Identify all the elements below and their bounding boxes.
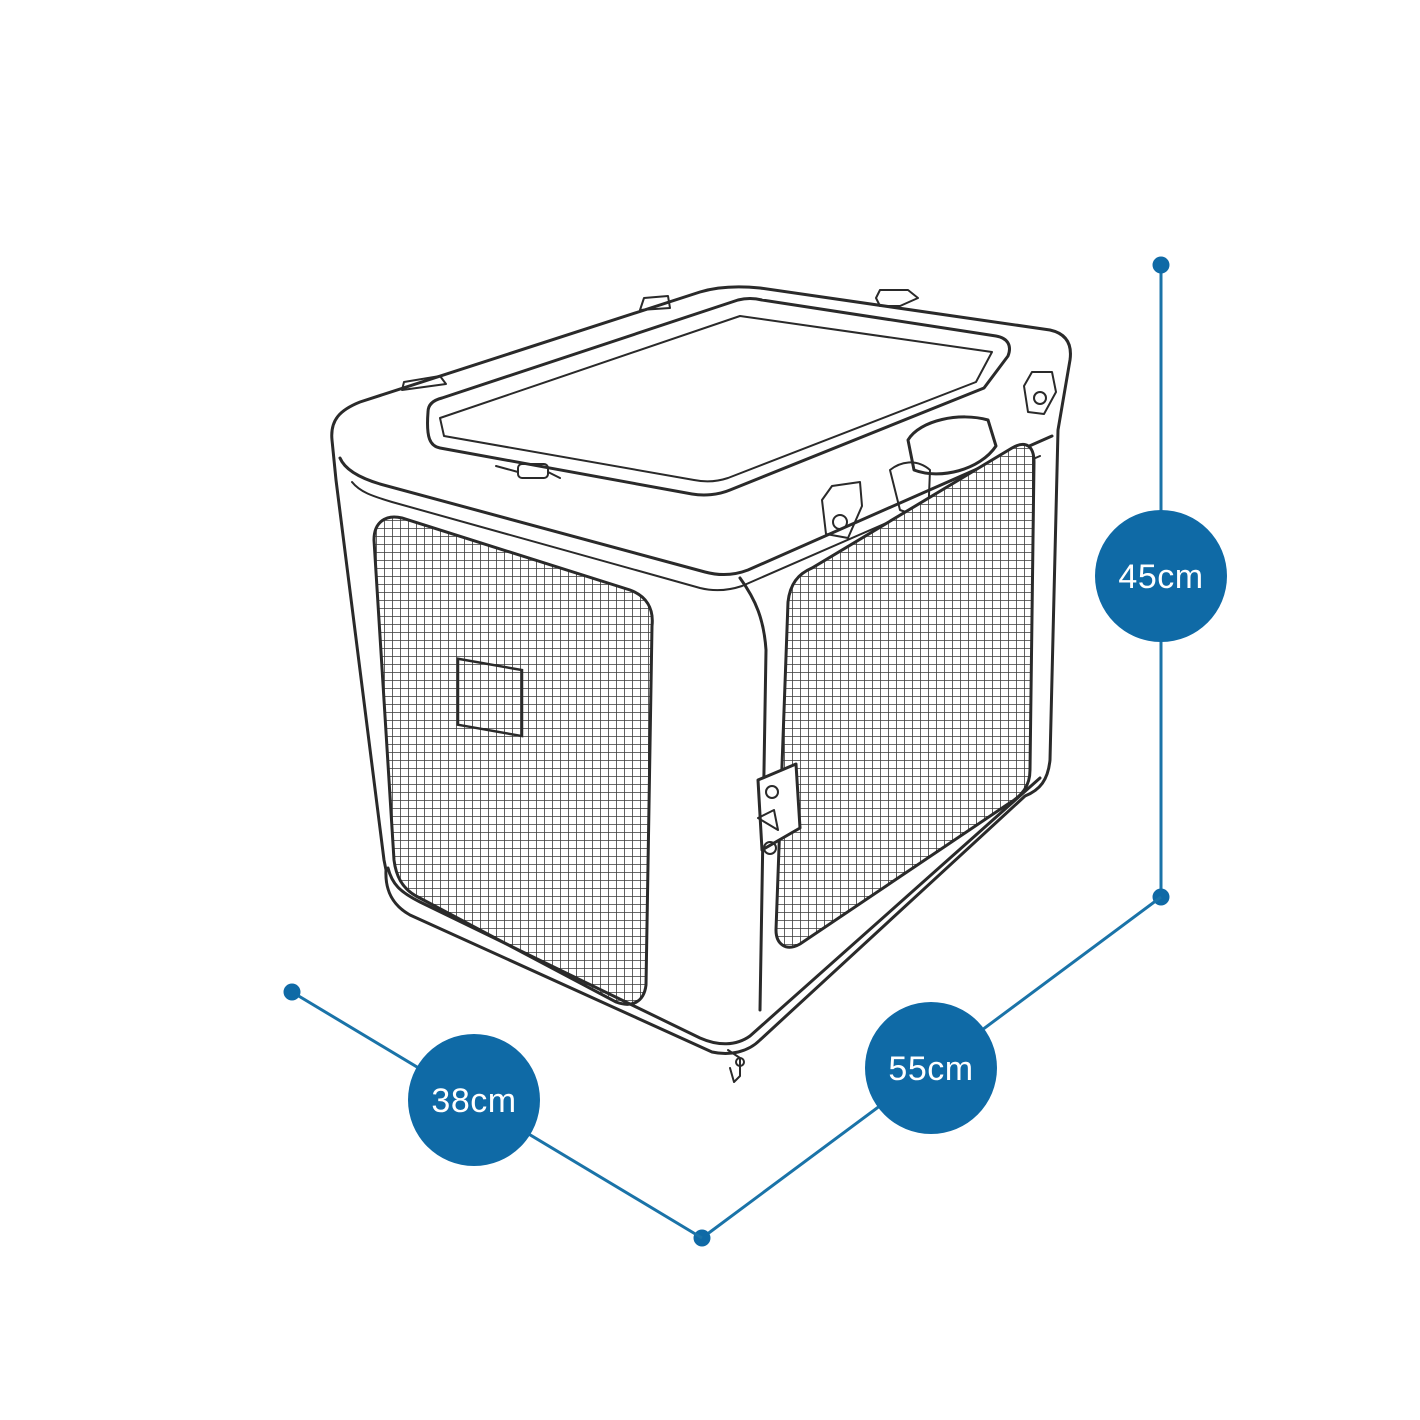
clip-top-back-icon [639, 295, 671, 311]
pet-carrier-illustration [330, 285, 1072, 1083]
depth-badge [408, 1034, 540, 1166]
carrier-lid-seam [439, 315, 993, 483]
height-dimension: 45cm [1095, 256, 1227, 906]
height-endpoint-top [1152, 256, 1170, 274]
height-label: 45cm [1118, 558, 1203, 596]
carrier-top-rim-inner [351, 455, 1041, 592]
bracket-front-top-icon [821, 481, 863, 539]
depth-endpoint-left [283, 983, 301, 1001]
carrier-bottom-band [386, 776, 1042, 1046]
lid-zipper-pull [495, 463, 561, 479]
width-dimension: 55cm [693, 895, 1162, 1247]
depth-dimension: 38cm [283, 983, 703, 1240]
depth-label: 38cm [431, 1082, 516, 1120]
width-label: 55cm [888, 1050, 973, 1088]
carrier-corner-edge [738, 576, 768, 1012]
mesh-panel-right [774, 443, 1036, 949]
bottom-zipper-pull [727, 1049, 745, 1083]
mesh-pocket [456, 657, 524, 738]
bracket-right-top-icon [1023, 371, 1057, 415]
width-badge [865, 1002, 997, 1134]
clip-top-left-icon [401, 375, 447, 391]
height-badge [1095, 510, 1227, 642]
carrier-top-rim [338, 434, 1054, 576]
carrier-lid [426, 297, 1011, 497]
side-latch-icon [756, 762, 802, 855]
clip-top-right-icon [875, 289, 919, 307]
carrier-handle [906, 415, 998, 476]
mesh-panel-left [372, 515, 654, 1006]
